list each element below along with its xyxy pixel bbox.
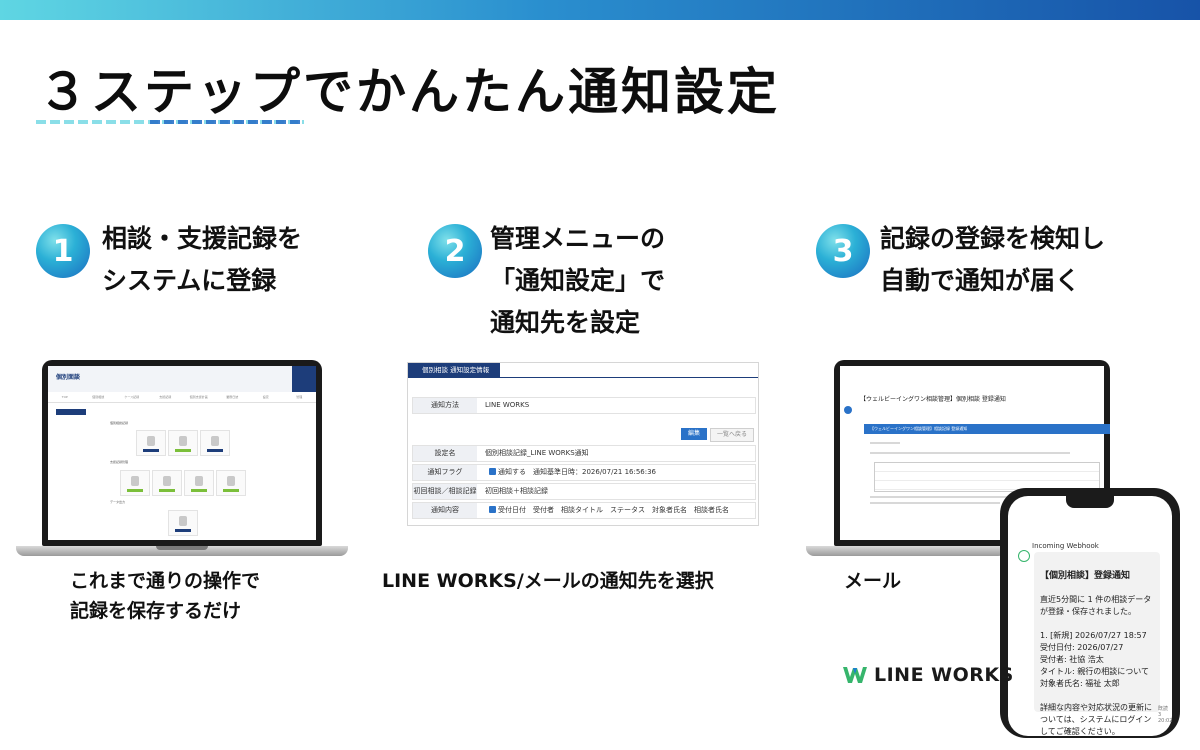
mail-table [874,462,1100,492]
method-value: LINE WORKS [485,401,530,409]
step-1-caption: これまで通りの操作で 記録を保存するだけ [70,566,260,626]
notify-content-row: 通知内容 受付日付 受付者 相談タイトル ステータス 対象者氏名 相談者氏名 [412,502,756,519]
row-value-wrap: 受付日付 受付者 相談タイトル ステータス 対象者氏名 相談者氏名 [485,503,729,518]
notify-flag-row: 通知フラグ 通知する 通知基準日時：2026/07/21 16:56:36 [412,464,756,481]
page-title: ３ステップでかんたん通知設定 [38,63,780,121]
step-3-caption: メール [844,570,902,592]
method-label: 通知方法 [413,398,477,413]
step-2-badge: 2 [428,224,482,278]
menu-card[interactable] [120,470,150,496]
phone-screen: Incoming Webhook 【個別相談】登録通知 直近5分間に 1 件の相… [1008,496,1172,736]
message-time: 既読 3 20:02 [1158,706,1173,724]
smartphone: Incoming Webhook 【個別相談】登録通知 直近5分間に 1 件の相… [1000,488,1180,738]
nav-item[interactable]: 設定 [262,395,269,399]
menu-card[interactable] [216,470,246,496]
row-label: 初回相談／相談記録 [413,484,477,499]
step-2-line1: 管理メニューの [490,224,666,253]
step-1-line1: 相談・支援記録を [102,224,303,253]
step-2-line3: 通知先を設定 [490,308,641,337]
step-2-caption: LINE WORKS/メールの通知先を選択 [382,570,714,592]
brand-name: LINE WORKS [874,664,1014,686]
mail-banner: 【ウェルビーイングワン相談管理】相談記録 登録通知 [864,424,1110,434]
app-nav: TOP 個別相談 ケース記録 支援記録 個別支援計画 業務日誌 設定 管理 [48,392,316,403]
step-1-badge: 1 [36,224,90,278]
row-value: 初回相談＋相談記録 [485,487,548,495]
laptop-3-base [806,546,1006,556]
message-title: 【個別相談】登録通知 [1040,571,1131,581]
nav-item[interactable]: 支援記録 [159,395,172,399]
menu-card[interactable] [136,430,166,456]
nav-item[interactable]: TOP [61,395,68,399]
row-label: 通知フラグ [413,465,477,480]
sender-avatar [844,406,852,414]
laptop-1-screen: 個別面談 TOP 個別相談 ケース記録 支援記録 個別支援計画 業務日誌 設定 … [48,366,316,540]
message-bubble: 【個別相談】登録通知 直近5分間に 1 件の相談データが登録・保存されました。 … [1034,552,1160,736]
line-works-logo: LINE WORKS [842,664,1014,686]
step-1-heading: 相談・支援記録を システムに登録 [102,218,302,302]
nav-item[interactable]: 管理 [296,395,303,399]
setting-name-row: 設定名 個別相談記録_LINE WORKS通知 [412,445,756,462]
menu-card[interactable] [152,470,182,496]
row-value-wrap: 通知する 通知基準日時：2026/07/21 16:56:36 [485,465,656,480]
consultation-type-row: 初回相談／相談記録 初回相談＋相談記録 [412,483,756,500]
phone-notch [1066,496,1114,508]
menu-card[interactable] [168,430,198,456]
notification-settings-panel: 個別相談 通知設定情報 通知方法 LINE WORKS 編集 一覧へ戻る 設定名… [407,362,759,526]
checkbox-checked[interactable] [489,468,496,475]
row-label: 通知内容 [413,503,477,518]
settings-tab[interactable]: 個別相談 通知設定情報 [408,363,500,377]
method-row: 通知方法 LINE WORKS [412,397,756,414]
step-3-line1: 記録の登録を検知し [880,224,1106,253]
title-underline-accent [150,120,304,124]
step-1-caption-line1: これまで通りの操作で [70,570,261,592]
row-value: 受付日付 受付者 相談タイトル ステータス 対象者氏名 相談者氏名 [498,506,729,514]
menu-card[interactable] [200,430,230,456]
tab-underline [408,377,758,378]
step-1-caption-line2: 記録を保存するだけ [70,600,242,622]
menu-card[interactable] [184,470,214,496]
user-menu[interactable] [292,366,316,392]
sender-name: Incoming Webhook [1032,542,1099,550]
checkbox-checked[interactable] [489,506,496,513]
nav-item[interactable]: 個別相談 [92,395,105,399]
edit-button[interactable]: 編集 [681,428,707,440]
back-to-list-button[interactable]: 一覧へ戻る [710,428,754,442]
step-3-line2: 自動で通知が届く [880,266,1081,295]
group-label: 個別相談記録 [110,421,129,425]
row-label: 設定名 [413,446,477,461]
laptop-1-notch [156,546,208,550]
step-3-heading: 記録の登録を検知し 自動で通知が届く [880,218,1105,302]
group-label: データ出力 [110,500,126,504]
side-menu-active[interactable] [56,409,86,415]
app-header: 個別面談 [48,366,316,393]
step-2-line2: 「通知設定」で [490,266,666,295]
line-works-mark-icon [842,665,868,685]
row-value: 通知する 通知基準日時：2026/07/21 16:56:36 [498,468,657,476]
step-1-line2: システムに登録 [102,266,277,295]
group-label: 支援記録管理 [110,460,129,464]
nav-item[interactable]: 業務日誌 [226,395,239,399]
top-gradient-bar [0,0,1200,20]
mail-subject: 【ウェルビーイングワン相談管理】個別相談 登録通知 [860,396,1006,403]
app-logo: 個別面談 [56,374,81,381]
message-body: 直近5分間に 1 件の相談データが登録・保存されました。 1. [新規] 202… [1040,595,1152,736]
step-2-heading: 管理メニューの 「通知設定」で 通知先を設定 [490,218,665,344]
nav-item[interactable]: 個別支援計画 [189,395,208,399]
row-value: 個別相談記録_LINE WORKS通知 [485,449,589,457]
menu-card[interactable] [168,510,198,536]
webhook-icon [1018,550,1030,562]
nav-item[interactable]: ケース記録 [124,395,140,399]
laptop-1-base [16,546,348,556]
step-3-badge: 3 [816,224,870,278]
